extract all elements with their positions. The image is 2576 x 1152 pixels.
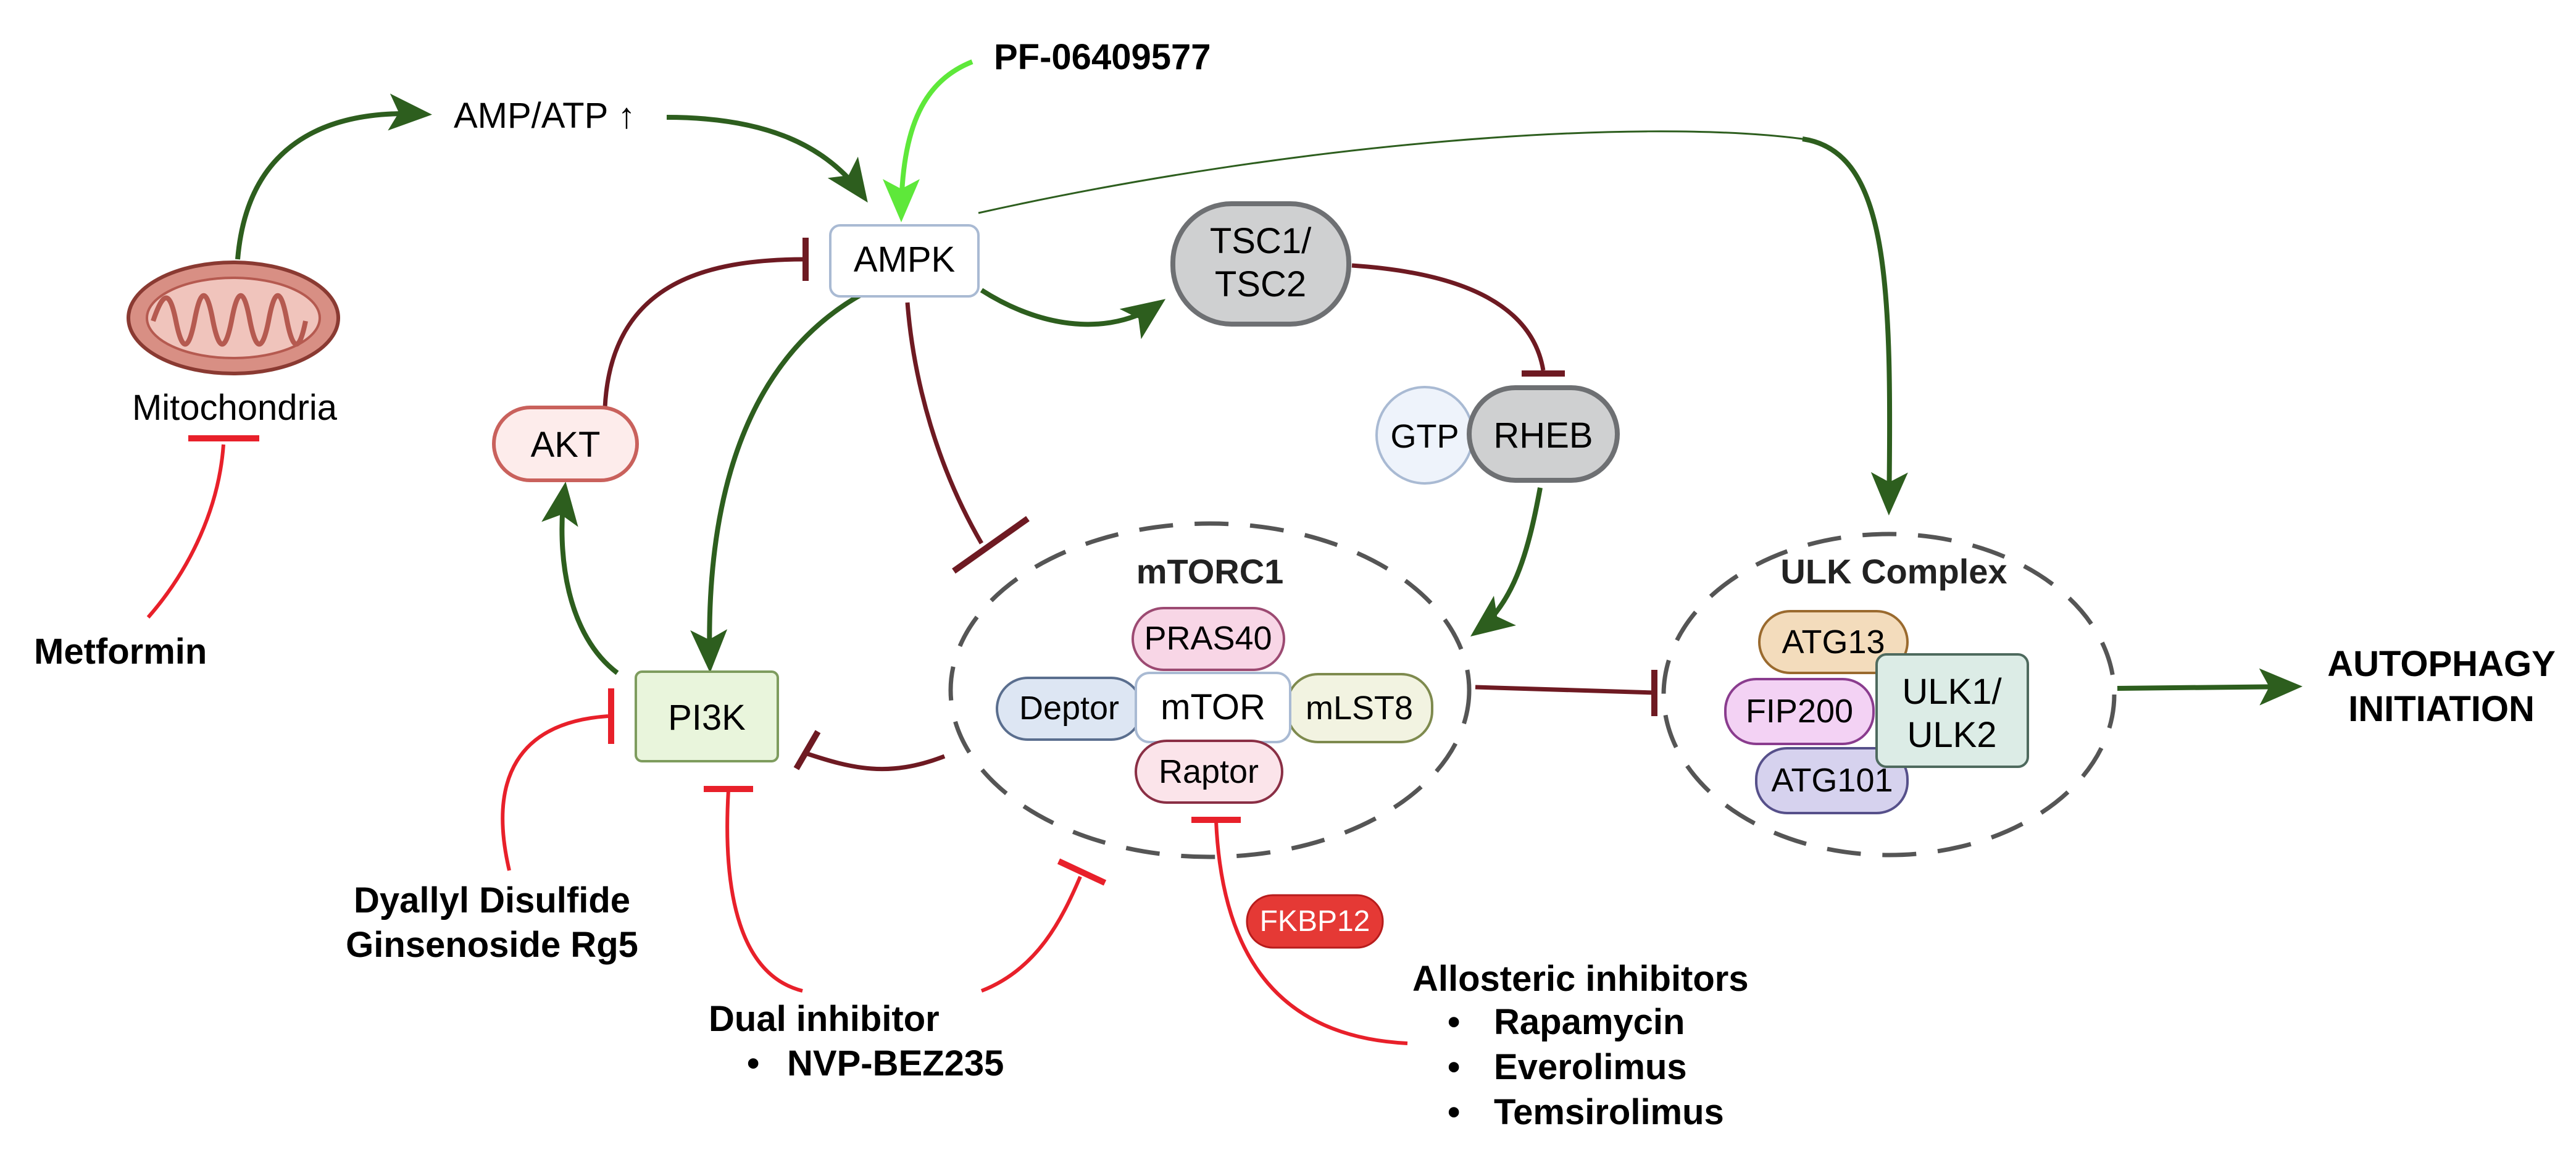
edge-ulk-to-autophagy (2117, 668, 2303, 706)
ulk-complex-title: ULK Complex (1780, 552, 2007, 591)
rheb-node: RHEB (1467, 385, 1620, 483)
ulk-label-line2: ULK2 (1907, 715, 1996, 755)
edge-pi3k-to-akt (541, 482, 619, 675)
atg13-node: ATG13 (1758, 610, 1909, 674)
allosteric-bullet-1: • (1448, 1002, 1460, 1042)
pi3k-label: PI3K (668, 698, 746, 738)
allosteric-item-temsirolimus: Temsirolimus (1494, 1092, 1724, 1132)
pras40-node: PRAS40 (1132, 607, 1285, 671)
atg101-node: ATG101 (1755, 747, 1909, 814)
allosteric-bullet-2: • (1448, 1047, 1460, 1087)
autophagy-label-line2: INITIATION (2348, 689, 2535, 729)
pi3k-node: PI3K (635, 670, 779, 762)
tsc-label-line1: TSC1/ (1210, 221, 1312, 261)
akt-label: AKT (531, 425, 601, 465)
dual-inhibitor-bullet: • (747, 1043, 759, 1083)
edge-amp-to-ampk (666, 115, 868, 203)
ulk-complex: ULK Complex ATG13 ATG101 FIP200 ULK1/ UL… (1661, 532, 2117, 858)
mlst8-node: mLST8 (1286, 673, 1433, 743)
edge-mtorc1-inhibits-pi3k (804, 751, 946, 772)
edge-mtorc1-inhibits-ulk (1475, 685, 1655, 695)
dual-inhibitor-item: NVP-BEZ235 (787, 1043, 1004, 1083)
mtorc1-complex: mTORC1 PRAS40 Deptor mLST8 mTOR Raptor (948, 521, 1472, 859)
allosteric-inhibitors-title: Allosteric inhibitors (1412, 959, 1749, 999)
mtorc1-title: mTORC1 (1136, 552, 1284, 591)
deptor-label: Deptor (1019, 690, 1119, 727)
allosteric-bullet-3: • (1448, 1092, 1460, 1132)
deptor-node: Deptor (996, 677, 1143, 741)
fip200-node: FIP200 (1724, 678, 1875, 745)
raptor-label: Raptor (1159, 753, 1259, 790)
edge-ampk-inhibits-mtorc1 (905, 302, 984, 545)
edge-mito-to-amp (235, 93, 432, 260)
rheb-label: RHEB (1493, 415, 1593, 456)
atg13-label: ATG13 (1782, 624, 1885, 661)
mtor-label: mTOR (1161, 687, 1265, 727)
fkbp12-label: FKBP12 (1260, 905, 1370, 938)
edge-dual-inhibits-pi3k (725, 790, 803, 993)
mtor-node: mTOR (1135, 672, 1291, 743)
edge-allosteric-inhibits-raptor (1214, 820, 1408, 1045)
edge-pf-to-ampk (883, 59, 973, 222)
dyallyl-disulfide-label: Dyallyl Disulfide (354, 880, 630, 920)
tsc-label-line2: TSC2 (1215, 264, 1306, 304)
edge-rheb-to-mtorc1 (1470, 487, 1543, 637)
autophagy-label-line1: AUTOPHAGY (2327, 644, 2556, 684)
edge-ampk-to-ulk-thick (1802, 136, 1908, 515)
allosteric-item-everolimus: Everolimus (1494, 1047, 1687, 1087)
mlst8-label: mLST8 (1306, 690, 1413, 727)
edge-akt-inhibits-ampk (602, 257, 806, 408)
fkbp12-node: FKBP12 (1246, 894, 1384, 949)
ampk-label: AMPK (854, 240, 956, 280)
mitochondria-icon (127, 261, 340, 375)
fip200-label: FIP200 (1746, 693, 1853, 730)
edge-ampk-to-tsc (980, 288, 1166, 340)
dual-inhibitor-title: Dual inhibitor (709, 999, 940, 1039)
allosteric-item-rapamycin: Rapamycin (1494, 1002, 1685, 1042)
ulk-label-line1: ULK1/ (1902, 672, 2002, 712)
edge-ampk-to-pi3k (690, 278, 890, 673)
pras40-label: PRAS40 (1144, 620, 1272, 657)
ginsenoside-rg5-label: Ginsenoside Rg5 (346, 925, 638, 965)
pf-06409577-label: PF-06409577 (994, 37, 1211, 77)
gtp-label: GTP (1390, 418, 1459, 455)
ulk1-ulk2-node: ULK1/ ULK2 (1875, 653, 2029, 768)
metformin-label: Metformin (34, 632, 207, 672)
gtp-node: GTP (1375, 386, 1474, 485)
amp-atp-label: AMP/ATP ↑ (454, 96, 635, 136)
raptor-node: Raptor (1135, 740, 1283, 804)
edge-tsc-inhibits-rheb (1351, 263, 1546, 371)
edge-dyallyl-inhibits-pi3k (501, 714, 609, 871)
atg101-label: ATG101 (1771, 762, 1893, 799)
mitochondria-label: Mitochondria (132, 388, 338, 428)
ampk-node: AMPK (829, 224, 980, 298)
edge-metformin-inhibits-mito (146, 444, 225, 619)
edge-dual-inhibits-mtorc1 (980, 875, 1082, 993)
tsc-node: TSC1/ TSC2 (1170, 201, 1351, 327)
akt-node: AKT (492, 406, 639, 482)
